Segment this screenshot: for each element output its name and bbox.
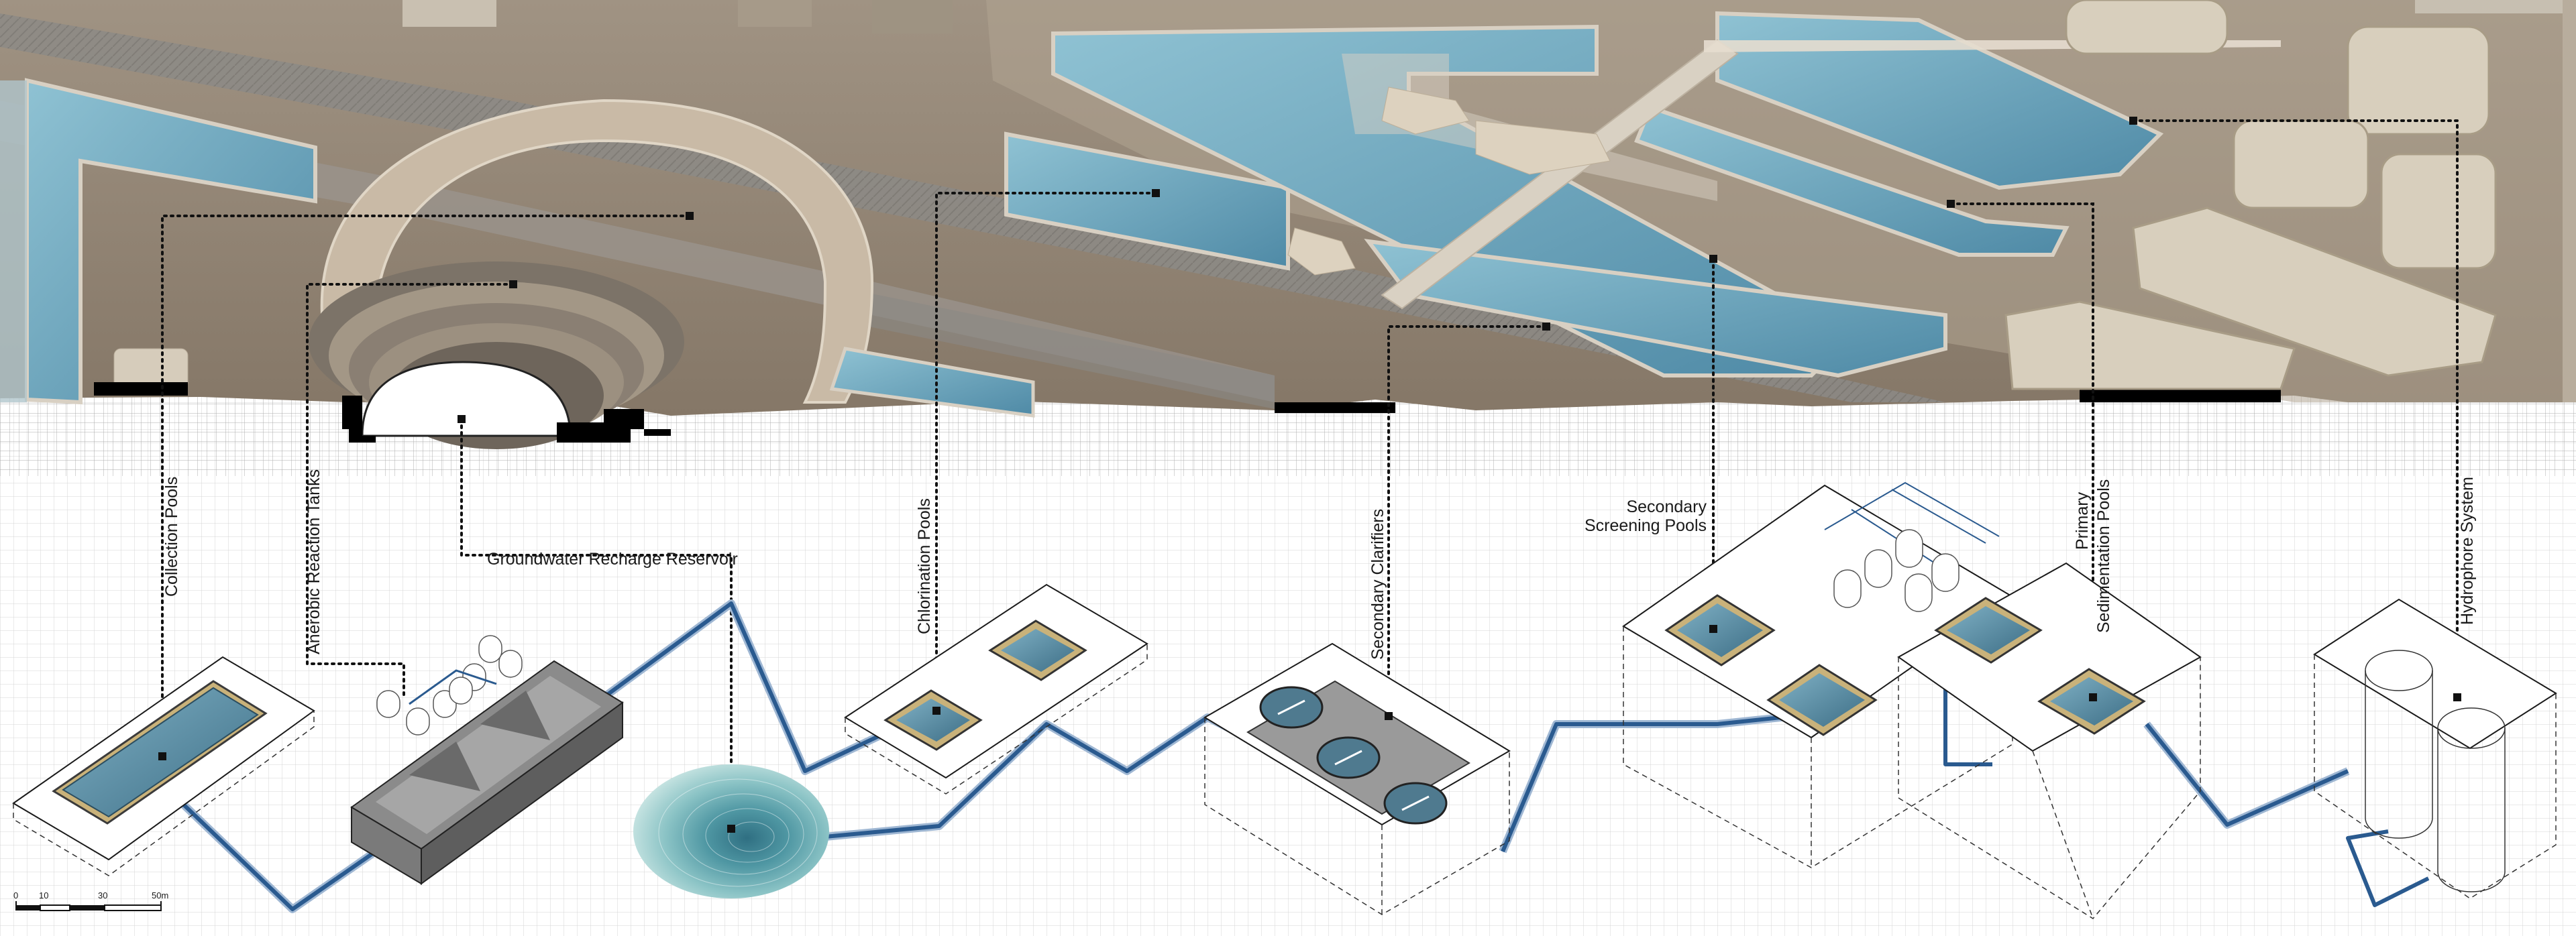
label-primary-sedimentation-line1: Primary	[2073, 491, 2092, 550]
label-primary-sedimentation-line2: Sedimentation Pools	[2094, 479, 2113, 633]
aerial-bridge	[1381, 39, 1739, 310]
label-secondary-clarifiers: Secondary Clarifiers	[1368, 509, 1387, 660]
hydrophore-system-component	[2313, 598, 2557, 899]
aerial-groundwater-void	[361, 361, 572, 437]
chlorination-pools-component	[844, 583, 1148, 795]
scale-tick-10: 10	[39, 890, 48, 900]
label-secondary-screening-line1: Secondary	[1626, 498, 1707, 516]
aerial-primary-sedimentation-pool	[1715, 11, 2164, 190]
aerial-site-plan	[0, 0, 2576, 449]
labels: Collection Pools Anerobic Reaction Tanks…	[162, 469, 2477, 660]
label-groundwater-recharge-reservoir: Groundwater Recharge Reservoir	[487, 550, 738, 569]
label-collection-pools: Collection Pools	[162, 477, 181, 597]
leader-endpoints	[158, 117, 2461, 833]
label-anaerobic-reaction-tanks: Anerobic Reaction Tanks	[305, 469, 323, 654]
scale-bar: 0 10 30 50m	[13, 890, 168, 911]
scale-tick-30: 30	[98, 890, 107, 900]
scale-tick-50m: 50m	[152, 890, 168, 900]
label-hydrophore-system: Hydrophore System	[2458, 477, 2477, 625]
secondary-screening-pools-component	[1622, 481, 2014, 868]
leader-lines	[161, 119, 2459, 830]
anaerobic-tanks-component	[350, 635, 624, 885]
label-chlorination-pools: Chlorination Pools	[915, 498, 934, 634]
aerial-ramp	[320, 99, 874, 404]
aerial-chlorination-pool	[1004, 131, 1290, 271]
label-secondary-screening-line2: Screening Pools	[1585, 516, 1707, 535]
secondary-clarifiers-component	[1203, 642, 1511, 915]
scale-tick-0: 0	[13, 890, 18, 900]
